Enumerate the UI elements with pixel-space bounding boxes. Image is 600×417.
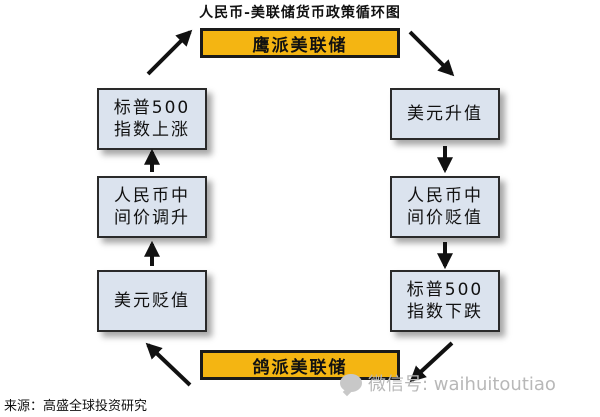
cny-depreciate-line2: 间价贬值 — [407, 208, 483, 228]
sp500-fall-line1: 标普500 — [406, 280, 484, 300]
diagram-title: 人民币-美联储货币政策循环图 — [199, 5, 401, 21]
cny-midpoint-depreciate-box: 人民币中 间价贬值 — [390, 176, 500, 238]
wechat-icon — [340, 374, 362, 392]
arrow-dove-to-usd-dn — [145, 342, 192, 387]
hawkish-fed-label: 鹰派美联储 — [252, 35, 348, 56]
cny-midpoint-raise-box: 人民币中 间价调升 — [97, 176, 207, 238]
source-note: 来源：高盛全球投资研究 — [4, 399, 148, 414]
wechat-watermark: 微信号: waihuitoutiao — [340, 372, 596, 395]
watermark-text: 微信号: waihuitoutiao — [368, 374, 556, 395]
cny-depreciate-line1: 人民币中 — [407, 186, 483, 206]
arrow-sp500-fall-to-dove — [409, 341, 454, 383]
usd-appreciation-box: 美元升值 — [390, 88, 500, 140]
hawkish-fed-box: 鹰派美联储 — [200, 28, 400, 58]
cny-raise-line2: 间价调升 — [114, 208, 190, 228]
sp500-rise-line2: 指数上涨 — [113, 120, 190, 140]
arrow-hawk-to-usd-up — [408, 30, 455, 77]
usd-depreciation-label: 美元贬值 — [114, 291, 190, 311]
arrow-sp500-to-hawk — [146, 29, 193, 76]
dovish-fed-label: 鸽派美联储 — [252, 357, 348, 378]
cny-raise-line1: 人民币中 — [114, 186, 190, 206]
sp500-fall-line2: 指数下跌 — [406, 302, 483, 322]
usd-depreciation-box: 美元贬值 — [97, 270, 207, 332]
usd-appreciation-label: 美元升值 — [407, 104, 483, 124]
sp500-rise-line1: 标普500 — [113, 98, 191, 118]
dovish-fed-box: 鸽派美联储 — [200, 350, 400, 380]
sp500-fall-box: 标普500 指数下跌 — [390, 270, 500, 332]
